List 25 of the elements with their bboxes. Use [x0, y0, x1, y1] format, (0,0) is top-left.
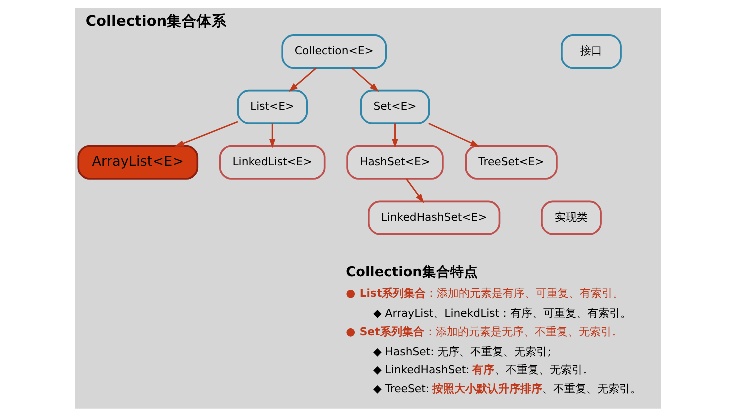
label: ◆ TreeSet: 按照大小默认升序排序、不重复、无索引。: [372, 382, 641, 396]
arrow: [428, 122, 480, 148]
node-box: HashSet<E>: [346, 145, 444, 180]
diagram-title: Collection集合体系: [85, 14, 227, 30]
legend-label: 接口: [580, 44, 602, 58]
arrow: [268, 124, 276, 148]
node-box: Set<E>: [360, 90, 430, 124]
label: ◆ ArrayList、LinekdList：有序、可重复、有索引。: [372, 307, 632, 320]
label: Collection集合特点: [346, 264, 478, 281]
node-box: LinkedList<E>: [218, 145, 326, 180]
label: ● Set系列集合：添加的元素是无序、不重复、无索引。: [346, 325, 623, 338]
legend-label: 实现类: [554, 210, 588, 224]
label: ◆ LinkedHashSet: 有序、不重复、无索引。: [372, 363, 594, 376]
arrow: [288, 68, 316, 92]
label: ◆ HashSet: 无序、不重复、无索引;: [372, 345, 551, 358]
node-box: List<E>: [236, 90, 308, 124]
node-box: LinkedHashSet<E>: [368, 200, 500, 236]
node-box: TreeSet<E>: [464, 145, 558, 180]
node-box: ArrayList<E>: [77, 145, 198, 180]
arrow: [405, 178, 424, 204]
arrow: [174, 121, 238, 148]
node-box: Collection<E>: [281, 34, 387, 70]
arrow: [351, 68, 379, 92]
label: ● List系列集合：添加的元素是有序、可重复、有索引。: [346, 287, 624, 300]
arrow: [392, 124, 398, 148]
